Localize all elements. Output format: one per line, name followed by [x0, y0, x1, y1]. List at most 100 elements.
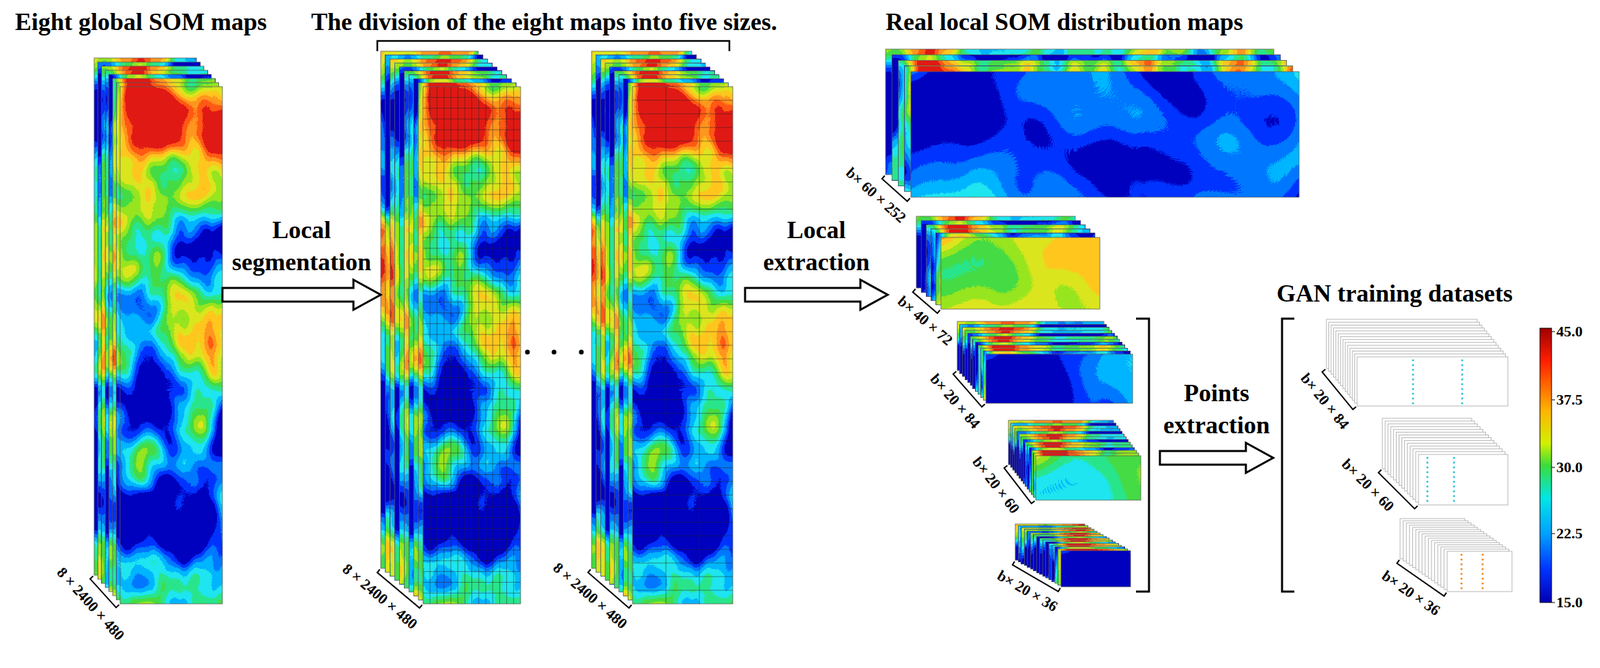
grid-line	[632, 208, 733, 210]
grid-line	[423, 204, 521, 206]
stage-title: Eight global SOM maps	[15, 8, 267, 37]
sample-point	[1452, 456, 1455, 459]
grid-line	[632, 249, 733, 251]
grid-line	[423, 183, 521, 185]
map-stack	[1015, 524, 1131, 587]
grid-line	[423, 549, 521, 551]
sample-point	[1460, 401, 1463, 404]
sample-point	[1426, 485, 1429, 488]
stage-title: The division of the eight maps into five…	[311, 8, 778, 37]
map-outline	[632, 86, 733, 604]
grid-line	[423, 193, 521, 195]
grid-line	[423, 474, 521, 475]
sample-point	[1460, 373, 1463, 376]
dimension-label: b× 20 × 84	[926, 370, 984, 432]
sample-point	[1426, 494, 1429, 497]
block-arrow	[1159, 442, 1274, 473]
grid-line	[423, 118, 521, 120]
grid-line	[423, 139, 521, 141]
grid-line	[423, 345, 521, 346]
sample-point	[1411, 401, 1414, 404]
som-map-layer	[910, 71, 1300, 198]
grid-line	[423, 496, 521, 497]
map-stack	[94, 57, 223, 604]
grid-line	[423, 323, 521, 325]
grid-line	[423, 409, 521, 411]
colorbar-tick	[1551, 533, 1555, 535]
grid-line	[423, 377, 521, 378]
stage-title: Real local SOM distribution maps	[885, 8, 1244, 37]
grid-line	[632, 576, 733, 578]
grid-line	[632, 426, 733, 428]
sample-point	[1452, 470, 1455, 473]
sample-point	[1460, 553, 1463, 556]
grid-line	[423, 485, 521, 486]
grid-line	[423, 172, 521, 174]
ellipsis-dot	[525, 350, 531, 355]
grid-line	[632, 521, 733, 523]
grid-line	[632, 467, 733, 469]
arrow-label: Points extraction	[1163, 377, 1270, 442]
som-map-layer	[423, 86, 521, 604]
sample-point	[1481, 562, 1484, 565]
dimension-label: 8 × 2400 × 480	[53, 564, 129, 645]
grid-line	[423, 269, 521, 271]
grid-line	[423, 463, 521, 464]
sample-point	[1452, 489, 1455, 492]
grid-line	[632, 263, 733, 265]
grid-line	[423, 560, 521, 561]
grid-line	[423, 96, 521, 98]
dimension-label: b× 20 × 36	[1378, 566, 1444, 620]
group-bracket	[1282, 318, 1295, 592]
sample-point	[1411, 363, 1414, 366]
sample-point	[1460, 397, 1463, 400]
grid-line	[423, 355, 521, 357]
grid-line	[632, 535, 733, 537]
grid-line	[632, 140, 733, 142]
colorbar-value: 15.0	[1556, 593, 1583, 611]
colorbar-tick	[1551, 467, 1555, 469]
grid-line	[423, 129, 521, 131]
block-arrow	[745, 279, 888, 310]
som-map-layer	[1035, 455, 1141, 501]
grid-line	[423, 312, 521, 314]
group-bracket	[1136, 318, 1149, 592]
som-map-layer	[120, 86, 223, 604]
grid-line	[423, 442, 521, 443]
sample-point	[1452, 499, 1455, 502]
grid-line	[423, 571, 521, 572]
map-outline	[940, 237, 1100, 310]
sample-point	[1452, 494, 1455, 497]
sample-point	[1426, 480, 1429, 483]
sample-point	[1411, 358, 1414, 361]
map-stacks	[90, 49, 1512, 608]
ellipsis-dot	[551, 350, 557, 355]
grid-line	[632, 99, 733, 101]
sample-point	[1460, 368, 1463, 371]
arrow-label: Local extraction	[763, 214, 870, 279]
grid-line	[632, 371, 733, 373]
grid-line	[423, 506, 521, 507]
map-outline	[1035, 455, 1141, 501]
grid-line	[632, 317, 733, 319]
stage-title: GAN training datasets	[1276, 279, 1513, 308]
grid-line	[632, 508, 733, 509]
sample-point	[1460, 572, 1463, 575]
grid-line	[632, 195, 733, 196]
grid-line	[423, 107, 521, 109]
sample-point	[1426, 461, 1429, 464]
som-map-layer	[940, 237, 1100, 310]
grid-line	[632, 481, 733, 482]
sample-point	[1460, 392, 1463, 395]
dimension-label: 8 × 2400 × 480	[339, 560, 421, 633]
dataset-layer	[1357, 356, 1508, 406]
colorbar-tick	[1551, 602, 1555, 604]
dimension-label: b× 20 × 60	[1338, 455, 1399, 516]
colorbar-value: 45.0	[1556, 322, 1583, 340]
sample-point	[1411, 392, 1414, 395]
colorbar	[1539, 328, 1552, 603]
map-stack	[1326, 319, 1508, 406]
sample-point	[1460, 558, 1463, 561]
grid-line	[423, 237, 521, 239]
